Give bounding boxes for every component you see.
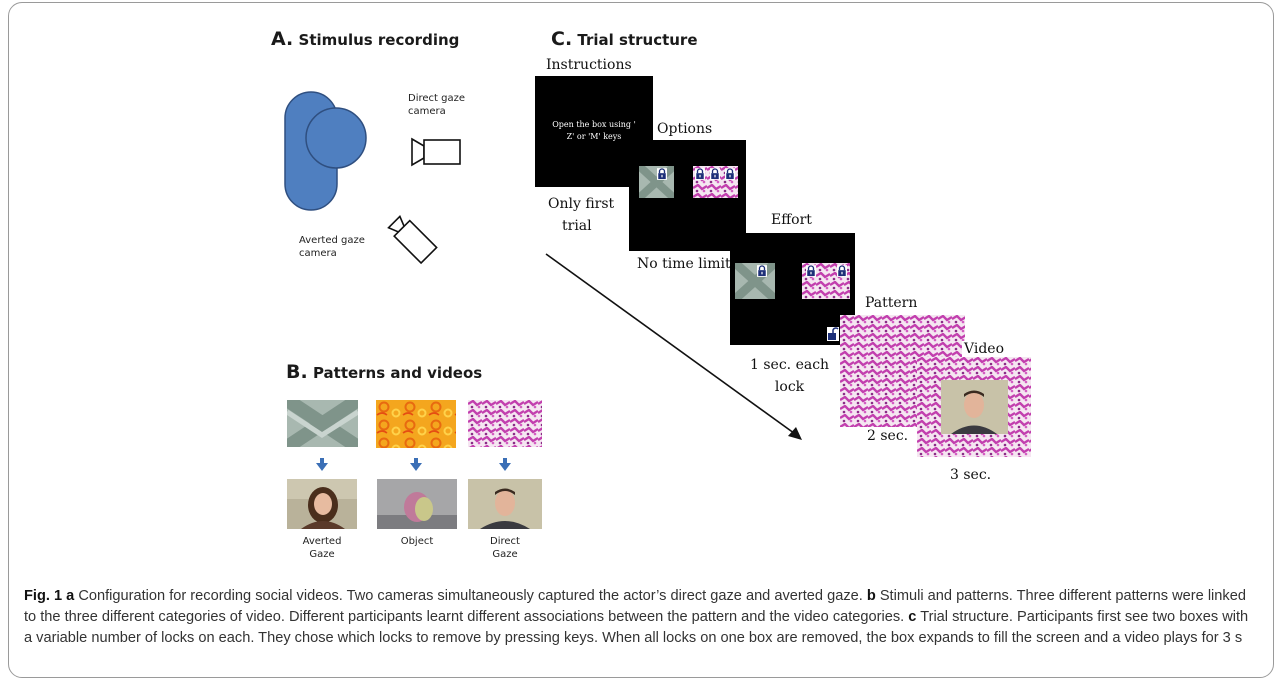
- caption-a-letter: a: [66, 588, 75, 604]
- options-title: Options: [657, 121, 713, 137]
- video-label-object-line-1: Object: [400, 536, 434, 547]
- gray-chevron-pattern: [287, 400, 358, 447]
- pink-pattern: [468, 400, 542, 447]
- panel-a-letter: A.: [271, 28, 294, 50]
- panel-a-title-text: Stimulus recording: [298, 31, 460, 49]
- caption-fig-label: Fig. 1: [24, 588, 63, 604]
- video-label-averted-line-1: Averted: [302, 536, 342, 547]
- video-note: 3 sec.: [950, 467, 992, 483]
- caption-c-text: Trial structure. Participants first see …: [24, 609, 1249, 646]
- instructions-text-line-1: Open the box using ': [552, 120, 636, 129]
- video-label-averted-line-2: Gaze: [309, 549, 335, 560]
- pattern-note: 2 sec.: [867, 428, 909, 444]
- object-video-thumbnail: [377, 479, 457, 529]
- pattern-title: Pattern: [865, 295, 918, 311]
- panel-b-letter: B.: [286, 361, 308, 383]
- down-arrow-icon: [499, 463, 511, 471]
- figure-frame: [8, 2, 1274, 678]
- video-label-object: Object: [377, 535, 457, 548]
- effort-screen: [730, 233, 855, 345]
- instructions-note-line-2: trial: [562, 218, 592, 234]
- actor-top-view-icon: [284, 91, 367, 211]
- panel-c-title-text: Trial structure: [577, 31, 698, 49]
- averted-camera-label-line-1: Averted gaze: [299, 235, 365, 246]
- options-gray-box: [639, 166, 674, 198]
- arrow-stem-2: [414, 458, 418, 463]
- effort-note-line-1: 1 sec. each: [750, 357, 830, 373]
- down-arrow-icon: [410, 463, 422, 471]
- direct-gaze-camera-icon: [411, 137, 461, 167]
- instructions-text-line-2: Z' or 'M' keys: [566, 132, 622, 141]
- options-pink-box: [693, 166, 738, 198]
- arrow-stem-1: [320, 458, 324, 463]
- effort-note: 1 sec. each lock: [750, 354, 829, 398]
- options-note-text: No time limit: [637, 256, 731, 272]
- timeline-arrow-icon: [545, 253, 802, 440]
- direct-camera-label-line-1: Direct gaze: [408, 93, 465, 104]
- down-arrow-icon: [316, 463, 328, 471]
- averted-gaze-video-thumbnail: [287, 479, 357, 529]
- panel-c-title: C. Trial structure: [551, 28, 698, 50]
- orange-pattern: [376, 400, 456, 448]
- caption-a-text: Configuration for recording social video…: [74, 588, 867, 604]
- effort-gray-box: [735, 263, 775, 299]
- caption-c-letter: c: [908, 609, 917, 625]
- figure-caption: Fig. 1 a Configuration for recording soc…: [24, 586, 1260, 649]
- averted-camera-label: Averted gaze camera: [299, 234, 365, 260]
- direct-camera-label: Direct gaze camera: [408, 92, 465, 118]
- panel-c-letter: C.: [551, 28, 573, 50]
- effort-note-line-2: lock: [774, 379, 805, 395]
- instructions-note-line-1: Only first: [548, 196, 615, 212]
- instructions-note: Only first trial: [548, 193, 614, 237]
- effort-title: Effort: [771, 212, 812, 228]
- options-note: No time limit: [637, 256, 731, 272]
- video-label-direct-line-1: Direct: [490, 536, 520, 547]
- effort-pink-box: [802, 263, 850, 299]
- video-label-averted: Averted Gaze: [287, 535, 357, 561]
- video-label-direct-line-2: Gaze: [492, 549, 518, 560]
- direct-gaze-video-thumbnail: [468, 479, 542, 529]
- averted-camera-label-line-2: camera: [299, 248, 337, 259]
- video-frame-thumbnail: [941, 380, 1008, 434]
- instructions-text: Open the box using ' Z' or 'M' keys: [535, 119, 653, 143]
- direct-camera-label-line-2: camera: [408, 106, 446, 117]
- panel-b-title: B. Patterns and videos: [286, 361, 482, 383]
- panel-a-title: A. Stimulus recording: [271, 28, 459, 50]
- caption-b-letter: b: [866, 588, 876, 604]
- unlocked-lock-icon: [827, 327, 839, 341]
- panel-b-title-text: Patterns and videos: [312, 364, 483, 382]
- video-label-direct: Direct Gaze: [468, 535, 542, 561]
- video-title: Video: [962, 341, 1007, 357]
- averted-gaze-camera-icon: [387, 214, 438, 265]
- instructions-title: Instructions: [546, 57, 632, 73]
- caption-b-text: Stimuli and patterns. Three different pa…: [24, 588, 1246, 625]
- options-screen: [629, 140, 746, 251]
- arrow-stem-3: [503, 458, 507, 463]
